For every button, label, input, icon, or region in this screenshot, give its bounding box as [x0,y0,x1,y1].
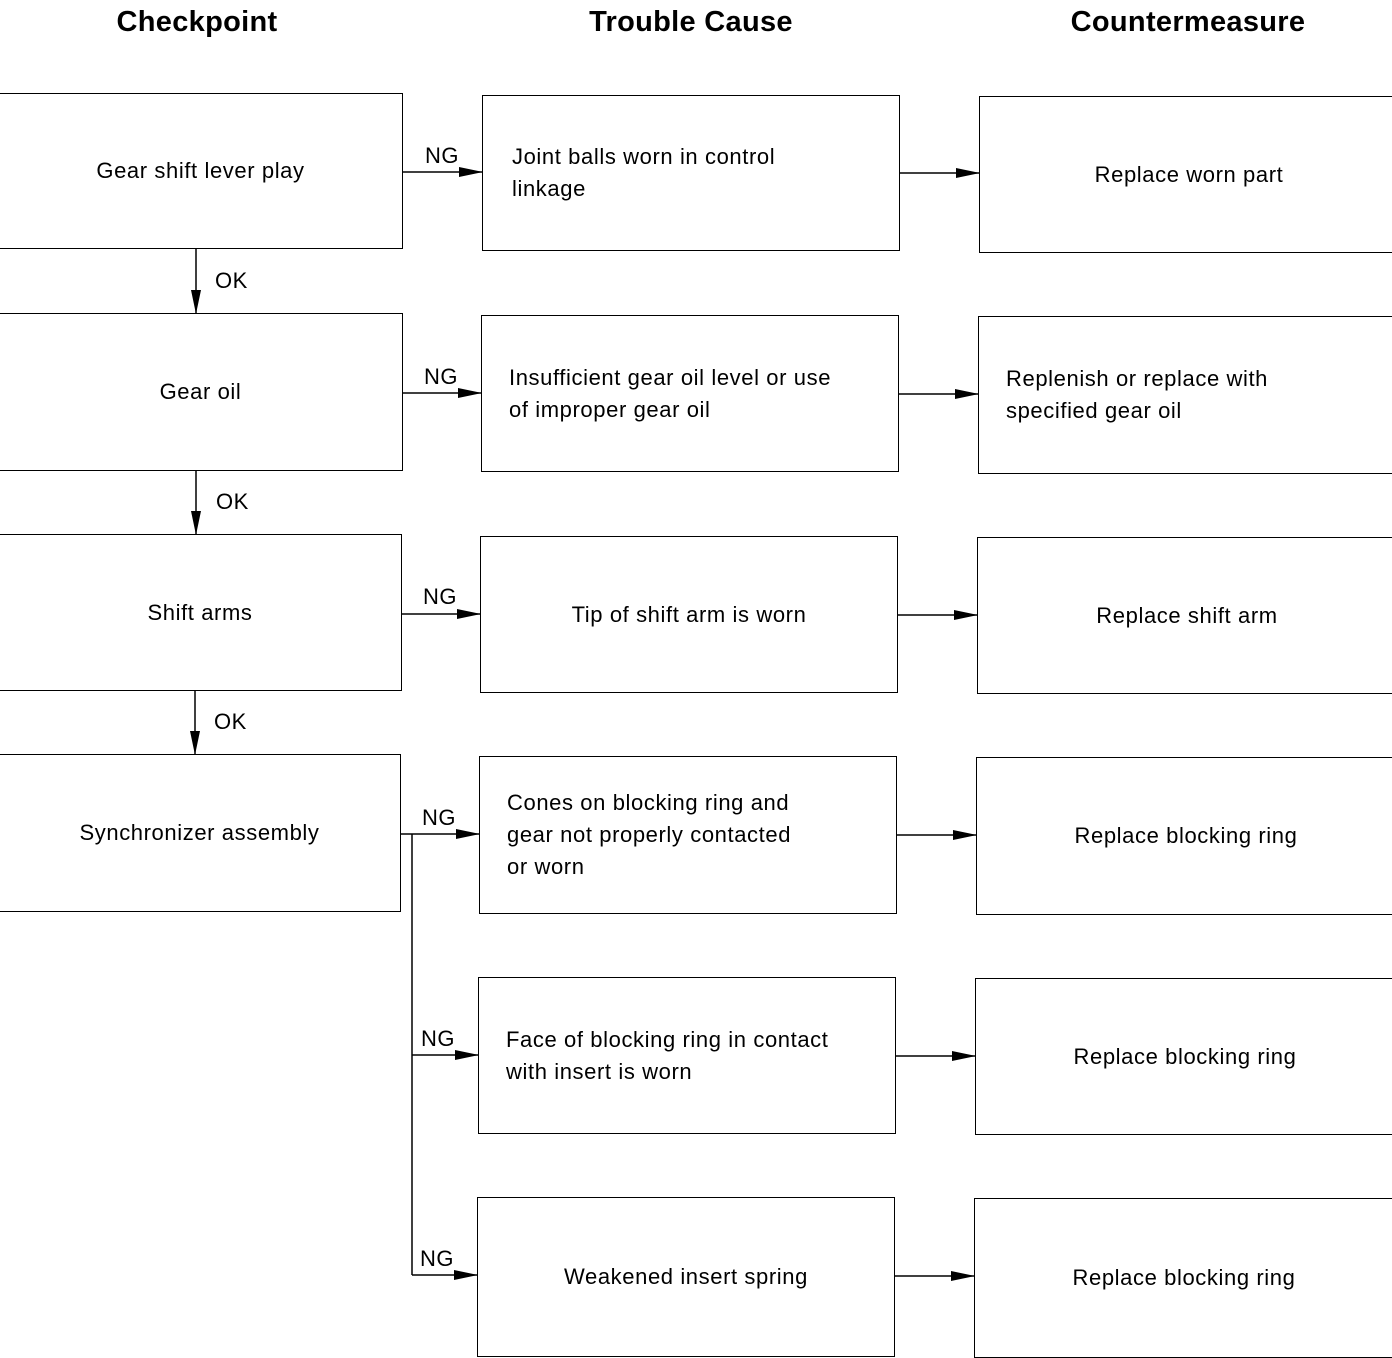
ng-label: NG [424,364,458,389]
cause-label: Joint balls worn in control linkage [512,144,776,201]
countermeasure-header: Countermeasure [1070,6,1306,38]
cause-box: Weakened insert spring [477,1197,895,1357]
countermeasure-box: Replace blocking ring [974,1198,1392,1358]
countermeasure-box: Replace shift arm [977,537,1392,694]
ng-label: NG [420,1246,454,1271]
countermeasure-label: Replace blocking ring [1072,1265,1296,1290]
countermeasure-label: Replace blocking ring [1074,823,1298,848]
cause-label: Insufficient gear oil level or use of im… [509,364,832,422]
checkpoint-label: Gear oil [159,379,242,404]
cause-box: Joint balls worn in control linkage [482,95,900,251]
checkpoint-label: Gear shift lever play [96,158,305,183]
cause-box: Face of blocking ring in contact with in… [478,977,896,1134]
countermeasure-label: Replace shift arm [1096,602,1278,628]
checkpoint-box: Shift arms [0,534,402,691]
cause-label: Cones on blocking ring and gear not prop… [507,790,792,879]
countermeasure-box: Replace blocking ring [976,757,1392,915]
ng-label: NG [421,1026,455,1051]
ok-label: OK [215,268,248,293]
cause-box: Cones on blocking ring and gear not prop… [479,756,897,914]
ng-label: NG [423,584,457,609]
checkpoint-box: Synchronizer assembly [0,754,401,912]
checkpoint-box: Gear shift lever play [0,93,403,249]
checkpoint-label: Shift arms [147,599,253,625]
checkpoint-label: Synchronizer assembly [79,820,320,845]
ng-label: NG [422,805,456,830]
cause-label: Weakened insert spring [564,1264,808,1289]
ng-label: NG [425,143,459,168]
ok-label: OK [216,489,249,514]
cause-label: Tip of shift arm is worn [571,601,807,627]
countermeasure-box: Replace worn part [979,96,1392,253]
cause-box: Tip of shift arm is worn [480,536,898,693]
countermeasure-box: Replenish or replace with specified gear… [978,316,1392,474]
checkpoint-box: Gear oil [0,313,403,471]
countermeasure-label: Replace blocking ring [1073,1043,1297,1069]
cause-label: Face of blocking ring in contact with in… [506,1026,829,1084]
checkpoint-header: Checkpoint [116,6,278,38]
countermeasure-label: Replenish or replace with specified gear… [1006,366,1269,423]
cause-box: Insufficient gear oil level or use of im… [481,315,899,472]
countermeasure-box: Replace blocking ring [975,978,1392,1135]
trouble-cause-header: Trouble Cause [589,6,793,38]
ok-label: OK [214,709,247,734]
countermeasure-label: Replace worn part [1094,161,1284,187]
